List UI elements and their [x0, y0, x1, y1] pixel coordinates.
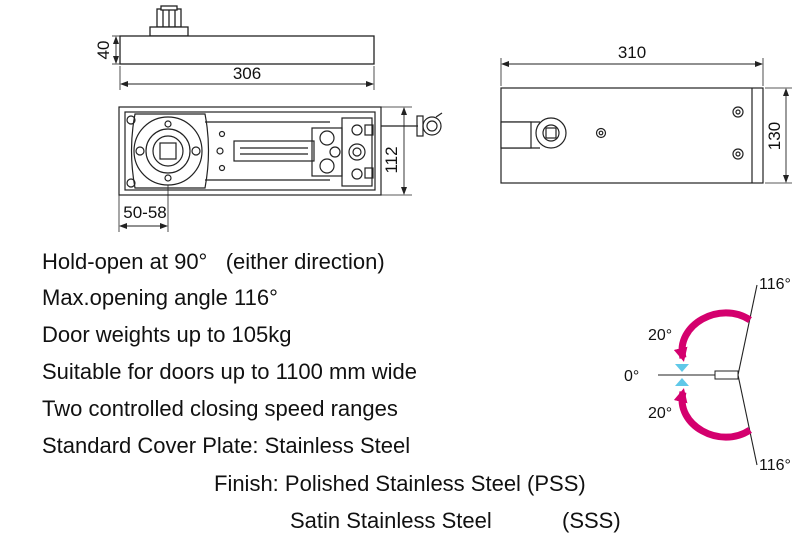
- spec-closing-speed: Two controlled closing speed ranges: [42, 396, 398, 421]
- dim-top-offset: 50-58: [123, 203, 166, 222]
- lower-closing-arrow: [673, 388, 752, 441]
- dim-side-length: 306: [233, 64, 261, 83]
- cover-plate-view: [500, 58, 792, 184]
- dim-side-height: 40: [94, 41, 113, 60]
- angle-bottom-label: 116°: [759, 457, 791, 474]
- dim-plate-width: 130: [765, 122, 784, 150]
- angle-zero-label: 0°: [624, 368, 639, 385]
- spec-finish-satin: Satin Stainless Steel: [290, 508, 492, 533]
- angle-top-label: 116°: [759, 276, 791, 293]
- upper-hold-marker: [675, 364, 689, 372]
- angle-diagram: [658, 284, 758, 466]
- upper-closing-arrow: [673, 309, 752, 362]
- spec-door-weight: Door weights up to 105kg: [42, 322, 292, 347]
- spec-hold-open: Hold-open at 90° (either direction): [42, 249, 385, 274]
- lower-hold-marker: [675, 378, 689, 386]
- spec-finish-satin-code: (SSS): [562, 508, 621, 533]
- dim-plate-length: 310: [618, 43, 646, 62]
- spec-cover-plate: Standard Cover Plate: Stainless Steel: [42, 433, 411, 458]
- spec-door-width: Suitable for doors up to 1100 mm wide: [42, 359, 418, 384]
- spec-max-angle: Max.opening angle 116°: [42, 285, 278, 310]
- angle-upper-hold-label: 20°: [648, 327, 672, 344]
- side-view: [112, 5, 375, 90]
- angle-lower-hold-label: 20°: [648, 405, 672, 422]
- spec-finish-pss: Finish: Polished Stainless Steel (PSS): [214, 471, 586, 496]
- dim-top-width: 112: [382, 146, 401, 173]
- top-view: [118, 106, 443, 232]
